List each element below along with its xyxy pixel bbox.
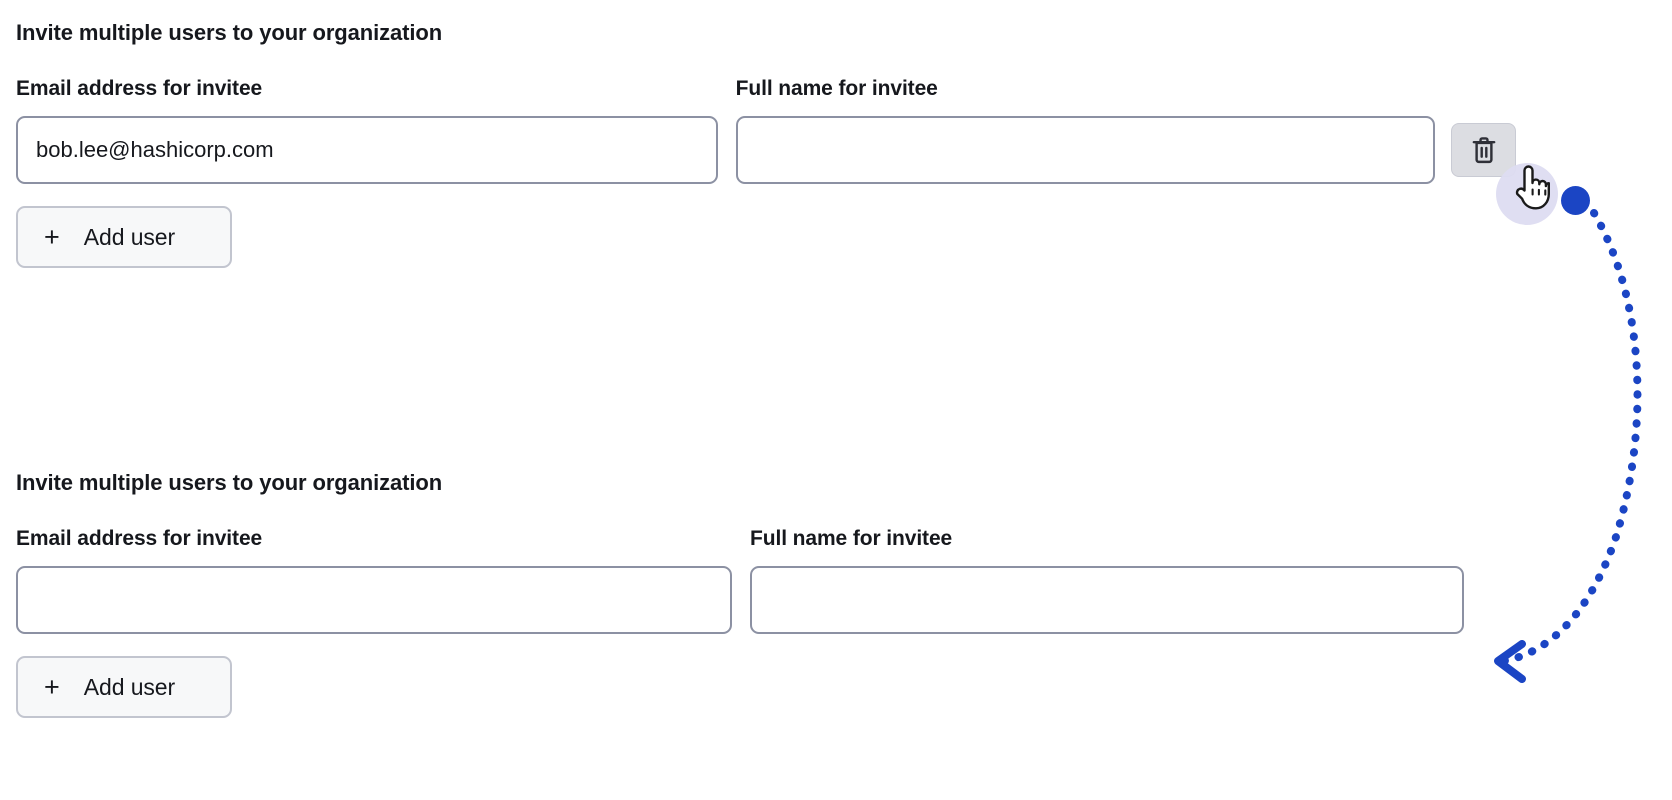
invitee-row: Email address for invitee Full name for … — [16, 76, 1516, 184]
page-title: Invite multiple users to your organizati… — [16, 20, 443, 45]
fullname-field-label-2: Full name for invitee — [750, 527, 953, 550]
plus-icon: + — [44, 221, 60, 252]
fullname-input[interactable] — [735, 116, 1436, 184]
fullname-input-2[interactable] — [750, 566, 1464, 634]
email-field-group: Email address for invitee — [16, 76, 718, 184]
add-user-button[interactable]: + Add user — [16, 206, 232, 268]
invite-section-2: Invite multiple users to your organizati… — [16, 468, 1516, 718]
email-input-2[interactable] — [16, 566, 732, 634]
fullname-field-group: Full name for invitee — [735, 76, 1436, 184]
invite-section-1: Invite multiple users to your organizati… — [16, 18, 1516, 268]
delete-invitee-button[interactable] — [1451, 123, 1516, 177]
add-user-label: Add user — [83, 223, 176, 250]
email-input[interactable] — [16, 116, 718, 184]
invitee-row-2: Email address for invitee Full name for … — [16, 526, 1516, 634]
pointing-hand-cursor-icon — [1513, 163, 1551, 213]
plus-icon-2: + — [44, 671, 60, 702]
fullname-field-group-2: Full name for invitee — [750, 526, 1464, 634]
email-field-label: Email address for invitee — [16, 77, 263, 100]
add-user-button-2[interactable]: + Add user — [16, 656, 232, 718]
email-field-group-2: Email address for invitee — [16, 526, 732, 634]
email-field-label-2: Email address for invitee — [16, 527, 263, 550]
page-title-2: Invite multiple users to your organizati… — [16, 470, 443, 495]
add-user-label-2: Add user — [83, 673, 176, 700]
annotation-start-dot — [1561, 186, 1590, 215]
trash-icon — [1470, 135, 1498, 165]
fullname-field-label: Full name for invitee — [735, 77, 938, 100]
